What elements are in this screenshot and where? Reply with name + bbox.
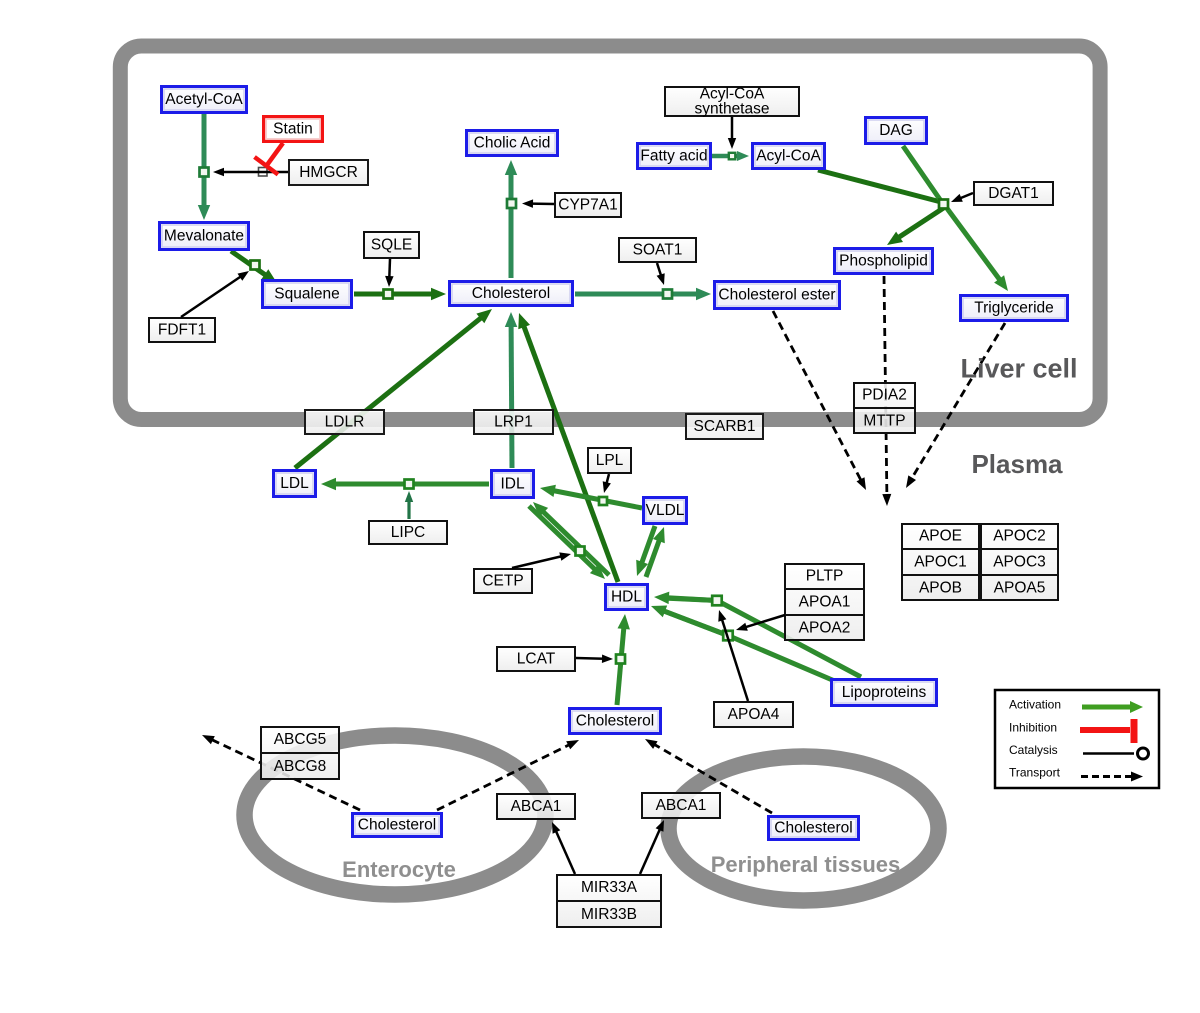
svg-text:APOB: APOB xyxy=(919,580,962,597)
svg-text:FDFT1: FDFT1 xyxy=(158,322,206,339)
svg-text:Lipoproteins: Lipoproteins xyxy=(842,684,927,701)
svg-text:APOC1: APOC1 xyxy=(914,554,967,571)
svg-text:Liver cell: Liver cell xyxy=(960,354,1077,384)
svg-text:CYP7A1: CYP7A1 xyxy=(558,197,617,214)
svg-text:Acyl-CoA: Acyl-CoA xyxy=(756,148,821,165)
svg-text:LDLR: LDLR xyxy=(325,414,365,431)
svg-text:Statin: Statin xyxy=(273,121,313,138)
svg-text:ABCA1: ABCA1 xyxy=(511,798,562,815)
svg-text:ABCA1: ABCA1 xyxy=(656,797,707,814)
svg-text:LDL: LDL xyxy=(280,475,309,492)
svg-text:PLTP: PLTP xyxy=(806,568,844,585)
svg-text:Acyl-CoA: Acyl-CoA xyxy=(700,86,765,103)
svg-text:Mevalonate: Mevalonate xyxy=(164,228,244,245)
svg-text:Cholic Acid: Cholic Acid xyxy=(474,135,551,152)
svg-text:IDL: IDL xyxy=(500,476,525,493)
svg-text:VLDL: VLDL xyxy=(646,502,685,519)
svg-text:Catalysis: Catalysis xyxy=(1009,743,1058,757)
svg-text:Cholesterol: Cholesterol xyxy=(358,817,436,834)
svg-text:Peripheral tissues: Peripheral tissues xyxy=(711,852,901,877)
svg-text:Cholesterol: Cholesterol xyxy=(774,820,852,837)
svg-text:APOE: APOE xyxy=(919,528,962,545)
svg-text:PDIA2: PDIA2 xyxy=(862,387,907,404)
svg-text:LCAT: LCAT xyxy=(517,651,556,668)
svg-text:Cholesterol: Cholesterol xyxy=(576,713,654,730)
svg-text:MIR33B: MIR33B xyxy=(581,906,637,923)
svg-text:Squalene: Squalene xyxy=(274,286,340,303)
svg-text:MTTP: MTTP xyxy=(863,413,905,430)
svg-text:APOA2: APOA2 xyxy=(799,620,851,637)
svg-text:Activation: Activation xyxy=(1009,698,1061,712)
svg-text:Phospholipid: Phospholipid xyxy=(839,253,928,270)
svg-text:LRP1: LRP1 xyxy=(494,414,533,431)
svg-text:Triglyceride: Triglyceride xyxy=(974,300,1054,317)
svg-text:DGAT1: DGAT1 xyxy=(988,185,1039,202)
svg-text:APOA5: APOA5 xyxy=(994,580,1046,597)
svg-text:APOA1: APOA1 xyxy=(799,594,851,611)
svg-text:CETP: CETP xyxy=(482,573,523,590)
svg-text:Inhibition: Inhibition xyxy=(1009,720,1057,734)
svg-text:Enterocyte: Enterocyte xyxy=(342,857,456,882)
svg-text:APOC3: APOC3 xyxy=(993,554,1046,571)
svg-text:DAG: DAG xyxy=(879,122,913,139)
svg-text:ABCG5: ABCG5 xyxy=(274,731,327,748)
svg-text:SOAT1: SOAT1 xyxy=(633,242,683,259)
svg-text:HDL: HDL xyxy=(611,589,642,606)
svg-text:LIPC: LIPC xyxy=(391,524,425,541)
svg-text:MIR33A: MIR33A xyxy=(581,879,638,896)
svg-text:HMGCR: HMGCR xyxy=(299,164,358,181)
svg-text:ABCG8: ABCG8 xyxy=(274,758,327,775)
svg-text:Cholesterol: Cholesterol xyxy=(472,285,550,302)
svg-text:SCARB1: SCARB1 xyxy=(693,418,755,435)
svg-text:Transport: Transport xyxy=(1009,766,1061,780)
svg-text:Fatty acid: Fatty acid xyxy=(640,148,707,165)
svg-text:Plasma: Plasma xyxy=(971,449,1063,479)
svg-text:Cholesterol ester: Cholesterol ester xyxy=(718,287,835,304)
svg-text:synthetase: synthetase xyxy=(695,100,770,117)
svg-text:SQLE: SQLE xyxy=(371,237,412,254)
svg-text:LPL: LPL xyxy=(596,452,624,469)
svg-text:Acetyl-CoA: Acetyl-CoA xyxy=(165,91,243,108)
svg-text:APOA4: APOA4 xyxy=(728,706,780,723)
svg-text:APOC2: APOC2 xyxy=(993,528,1046,545)
